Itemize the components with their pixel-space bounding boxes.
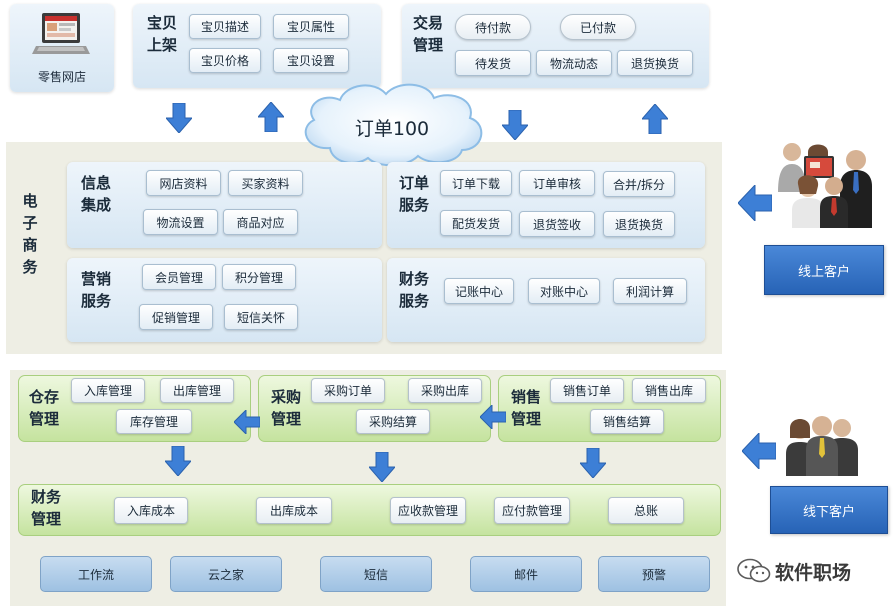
finance-mgmt-title: 财务管理	[30, 488, 61, 528]
info-integration-panel	[67, 162, 382, 248]
arrow-down-icon	[166, 103, 192, 133]
arrow-left-icon	[234, 410, 260, 434]
marketing-item-points[interactable]: 积分管理	[222, 264, 296, 290]
wechat-icon	[737, 558, 771, 583]
order-item-download[interactable]: 订单下载	[440, 170, 512, 196]
arrow-left-icon	[742, 433, 776, 469]
trade-item-pending-shipment[interactable]: 待发货	[455, 50, 531, 76]
sales-item-settlement[interactable]: 销售结算	[590, 409, 664, 434]
bottom-item-sms[interactable]: 短信	[320, 556, 432, 592]
fin-item-outbound-cost[interactable]: 出库成本	[256, 497, 332, 524]
listing-item-settings[interactable]: 宝贝设置	[273, 48, 349, 73]
info-integration-title: 信息集成	[80, 174, 111, 214]
purchase-item-settlement[interactable]: 采购结算	[356, 409, 430, 434]
info-item-store-profile[interactable]: 网店资料	[146, 170, 221, 196]
warehouse-item-inventory[interactable]: 库存管理	[116, 409, 192, 434]
fin-item-payables[interactable]: 应付款管理	[494, 497, 570, 524]
people-icon	[786, 416, 858, 476]
bottom-item-yunzhijia[interactable]: 云之家	[170, 556, 282, 592]
arrow-down-icon	[369, 452, 395, 482]
listing-item-price[interactable]: 宝贝价格	[189, 48, 261, 73]
finance-item-bookkeeping[interactable]: 记账中心	[444, 278, 514, 304]
laptop-icon	[32, 13, 90, 54]
online-customer-box[interactable]: 线上客户	[764, 245, 884, 295]
order-item-return-exchange[interactable]: 退货换货	[603, 211, 675, 237]
people-laptop-icon	[778, 143, 872, 228]
arrow-left-icon	[738, 185, 772, 221]
listing-item-attributes[interactable]: 宝贝属性	[273, 14, 349, 39]
watermark-label: 软件职场	[775, 562, 852, 584]
finance-service-title: 财务服务	[398, 270, 429, 310]
arrow-down-icon	[580, 448, 606, 478]
purchase-item-order[interactable]: 采购订单	[311, 378, 385, 403]
trade-item-return-exchange[interactable]: 退货换货	[617, 50, 693, 76]
sales-item-order[interactable]: 销售订单	[550, 378, 624, 403]
trade-item-paid[interactable]: 已付款	[560, 14, 636, 40]
cloud-label: 订单100	[354, 118, 430, 140]
info-item-buyer-profile[interactable]: 买家资料	[228, 170, 303, 196]
order-item-review[interactable]: 订单审核	[519, 170, 595, 196]
warehouse-item-inbound[interactable]: 入库管理	[71, 378, 145, 403]
sales-title: 销售管理	[510, 388, 541, 428]
trade-item-logistics[interactable]: 物流动态	[536, 50, 612, 76]
trade-title: 交易管理	[412, 14, 443, 54]
info-item-product-mapping[interactable]: 商品对应	[223, 209, 298, 235]
finance-item-reconciliation[interactable]: 对账中心	[528, 278, 600, 304]
fin-item-general-ledger[interactable]: 总账	[608, 497, 684, 524]
retail-store-label: 零售网店	[37, 70, 86, 84]
arrow-left-icon	[480, 405, 506, 429]
listing-title: 宝贝上架	[146, 14, 177, 54]
arrow-down-icon	[502, 110, 528, 140]
warehouse-title: 仓存管理	[28, 388, 59, 428]
warehouse-item-outbound[interactable]: 出库管理	[160, 378, 234, 403]
order-service-title: 订单服务	[398, 174, 429, 214]
marketing-item-membership[interactable]: 会员管理	[142, 264, 216, 290]
retail-store-panel: 零售网店	[10, 4, 114, 92]
fin-item-receivables[interactable]: 应收款管理	[390, 497, 466, 524]
fin-item-inbound-cost[interactable]: 入库成本	[114, 497, 188, 524]
trade-item-unpaid[interactable]: 待付款	[455, 14, 531, 40]
arrow-up-icon	[642, 104, 668, 134]
marketing-item-sms-care[interactable]: 短信关怀	[224, 304, 298, 330]
purchase-title: 采购管理	[270, 388, 301, 428]
bottom-item-email[interactable]: 邮件	[470, 556, 582, 592]
offline-customer-box[interactable]: 线下客户	[770, 486, 888, 534]
bottom-item-workflow[interactable]: 工作流	[40, 556, 152, 592]
order-item-merge-split[interactable]: 合并/拆分	[603, 171, 675, 197]
info-item-logistics-settings[interactable]: 物流设置	[143, 209, 218, 235]
bottom-item-alert[interactable]: 预警	[598, 556, 710, 592]
arrow-up-icon	[258, 102, 284, 132]
sales-item-outbound[interactable]: 销售出库	[632, 378, 706, 403]
finance-item-profit-calc[interactable]: 利润计算	[613, 278, 687, 304]
marketing-item-promotion[interactable]: 促销管理	[139, 304, 213, 330]
marketing-service-title: 营销服务	[80, 270, 111, 310]
order-item-return-signoff[interactable]: 退货签收	[519, 211, 595, 237]
listing-item-description[interactable]: 宝贝描述	[189, 14, 261, 39]
ecommerce-title: 电子商务	[22, 192, 38, 276]
arrow-down-icon	[165, 446, 191, 476]
order-item-allocate-ship[interactable]: 配货发货	[440, 210, 512, 236]
purchase-item-outbound[interactable]: 采购出库	[408, 378, 482, 403]
